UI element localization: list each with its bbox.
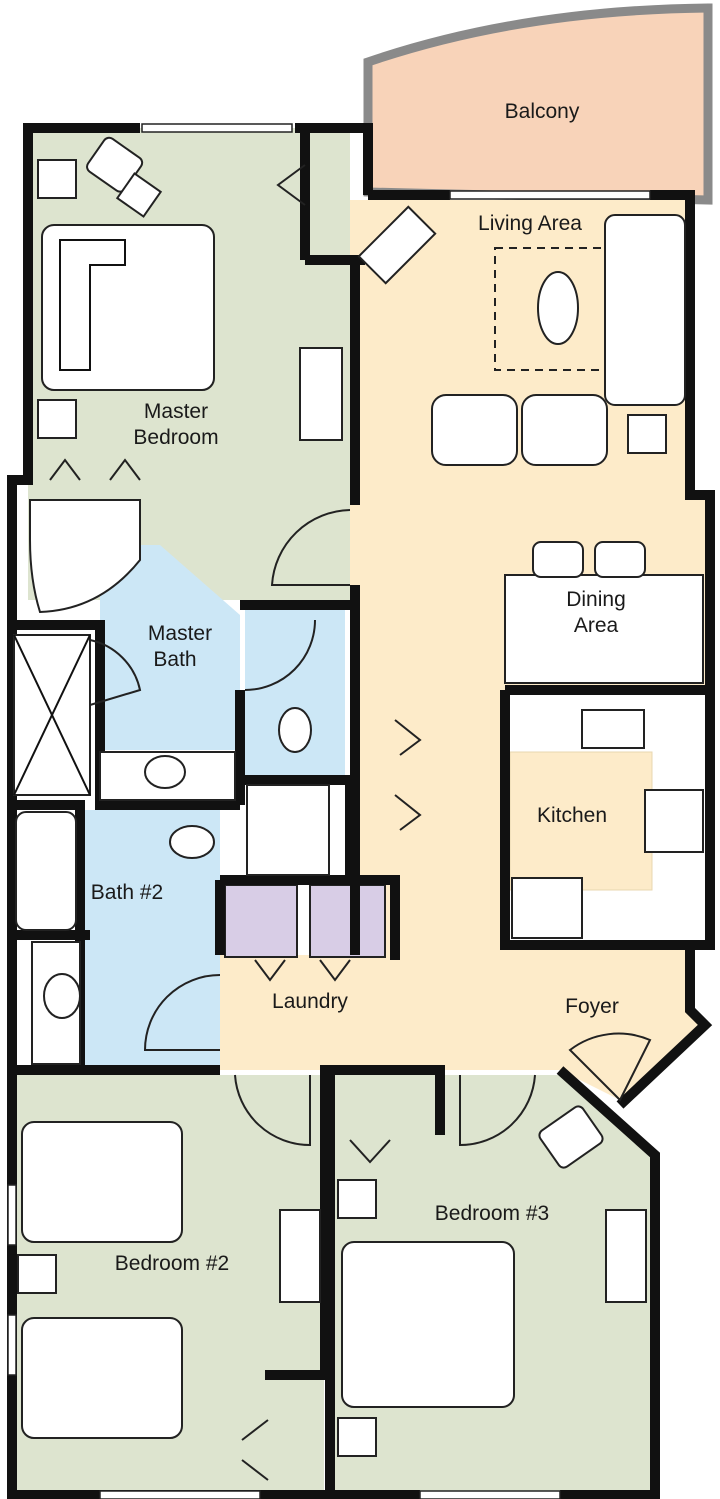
label-dining-area-1: Dining [566,588,626,611]
end-table [627,414,667,454]
counter [504,574,704,684]
corner-tub [29,499,141,614]
label-living-area: Living Area [478,212,582,235]
kitchen-sink [581,709,645,749]
walls [7,123,715,1499]
windows [7,123,651,1499]
dresser [605,1209,647,1303]
balcony-area [363,3,713,205]
master-bath-area [100,545,240,750]
label-bath-2: Bath #2 [91,881,163,904]
label-balcony: Balcony [505,100,580,123]
dryer [309,884,386,958]
furniture [13,136,704,1457]
label-master-bedroom-1: Master [144,400,208,423]
label-bedroom-2: Bedroom #2 [115,1252,229,1275]
sofa [604,214,686,406]
coffee-table [537,271,579,345]
bed [341,1241,515,1408]
nightstand [17,1254,57,1294]
bar-stool [594,541,646,578]
stove [644,789,704,853]
toilet [278,707,312,753]
label-master-bedroom-2: Bedroom [133,426,218,449]
bed [21,1121,183,1243]
dresser [279,1209,321,1303]
master-bed [41,224,215,391]
toilet [169,825,215,859]
label-dining-area-2: Area [574,614,619,637]
bed [21,1317,183,1439]
nightstand [337,1179,377,1219]
label-master-bath-1: Master [148,622,212,645]
label-foyer: Foyer [565,995,619,1018]
armchair [521,394,608,466]
label-kitchen: Kitchen [537,804,607,827]
label-laundry: Laundry [272,990,348,1013]
nightstand [37,159,77,199]
tv-cabinet [357,205,437,285]
fridge [511,877,583,939]
doors [49,164,652,1481]
dresser [299,347,343,441]
closet [246,784,330,876]
label-master-bath-2: Bath [153,648,196,671]
room-labels: Balcony Living Area Master Bedroom Maste… [91,100,626,1275]
ottoman [115,172,163,218]
label-bedroom-3: Bedroom #3 [435,1202,549,1225]
bar-stool [532,541,584,578]
armchair [431,394,518,466]
washer [224,884,298,958]
armchair [538,1105,604,1169]
bathtub [15,811,77,931]
nightstand [37,399,77,439]
nightstand [337,1417,377,1457]
